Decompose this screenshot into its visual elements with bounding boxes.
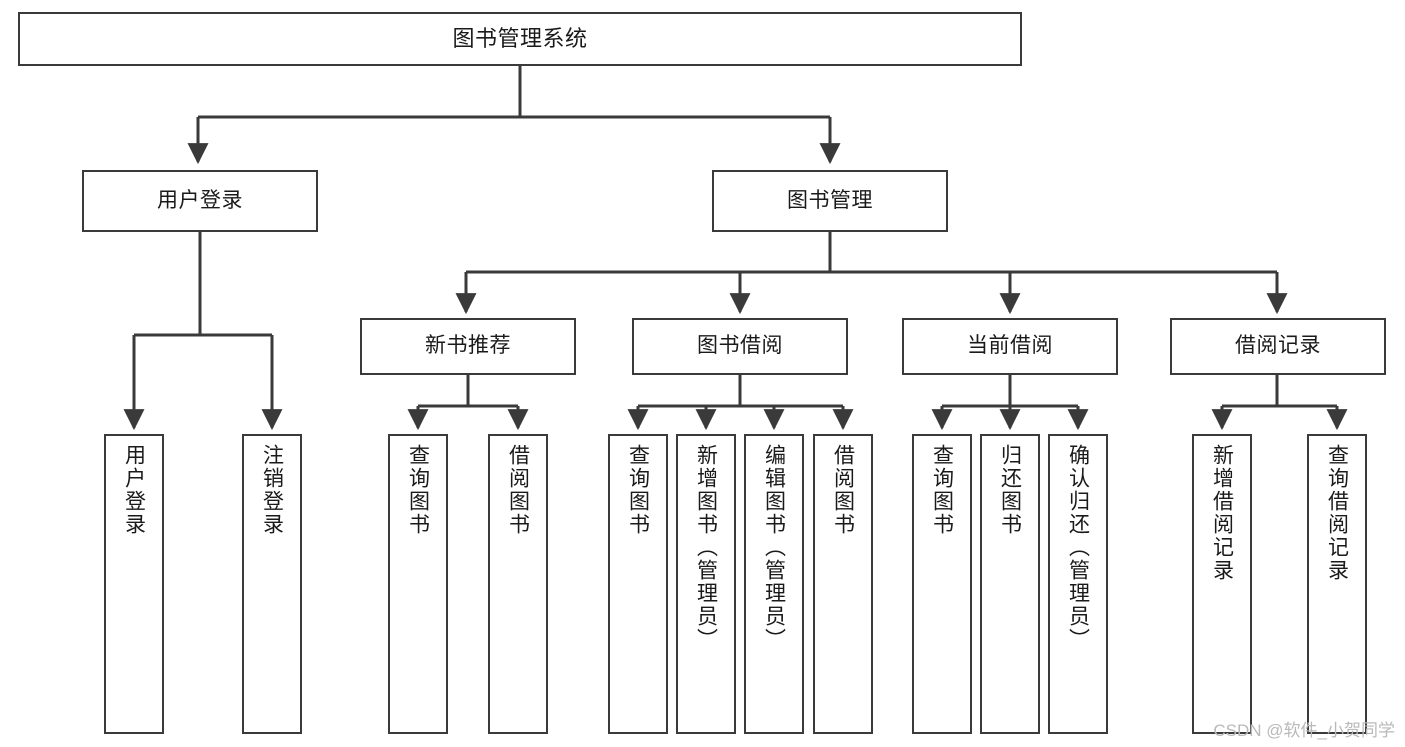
watermark-text: CSDN @软件_小贺同学 [1213, 721, 1395, 740]
node-label: 图书管理系统 [452, 26, 588, 52]
node-label: 查询借阅记录 [1325, 444, 1349, 582]
node-leaf-add-book[interactable]: 新增图书（管理员） [676, 434, 736, 734]
node-leaf-borrow-book-2[interactable]: 借阅图书 [813, 434, 873, 734]
node-leaf-query-book-1[interactable]: 查询图书 [388, 434, 448, 734]
node-label: 新增图书（管理员） [694, 444, 718, 651]
node-leaf-confirm-return[interactable]: 确认归还（管理员） [1048, 434, 1108, 734]
node-label: 归还图书 [998, 444, 1022, 536]
node-leaf-borrow-book-1[interactable]: 借阅图书 [488, 434, 548, 734]
node-leaf-query-book-3[interactable]: 查询图书 [912, 434, 972, 734]
node-leaf-query-record[interactable]: 查询借阅记录 [1307, 434, 1367, 734]
node-leaf-query-book-2[interactable]: 查询图书 [608, 434, 668, 734]
node-leaf-logout-login[interactable]: 注销登录 [242, 434, 302, 734]
node-label: 图书管理 [787, 188, 873, 212]
node-label: 查询图书 [626, 444, 650, 536]
node-leaf-edit-book[interactable]: 编辑图书（管理员） [744, 434, 804, 734]
node-label: 新增借阅记录 [1210, 444, 1234, 582]
node-current-borrow[interactable]: 当前借阅 [902, 318, 1118, 375]
node-root-system[interactable]: 图书管理系统 [18, 12, 1022, 66]
node-label: 查询图书 [406, 444, 430, 536]
node-book-manage[interactable]: 图书管理 [712, 170, 948, 232]
node-leaf-user-login[interactable]: 用户登录 [104, 434, 164, 734]
node-label: 新书推荐 [425, 334, 511, 358]
node-label: 当前借阅 [967, 334, 1053, 358]
node-label: 借阅图书 [506, 444, 530, 536]
node-label: 注销登录 [260, 444, 284, 536]
node-new-book-recommend[interactable]: 新书推荐 [360, 318, 576, 375]
node-label: 借阅图书 [831, 444, 855, 536]
node-user-login[interactable]: 用户登录 [82, 170, 318, 232]
node-label: 查询图书 [930, 444, 954, 536]
node-label: 借阅记录 [1235, 334, 1321, 358]
node-book-borrow[interactable]: 图书借阅 [632, 318, 848, 375]
node-label: 图书借阅 [697, 334, 783, 358]
node-borrow-record[interactable]: 借阅记录 [1170, 318, 1386, 375]
node-label: 确认归还（管理员） [1066, 444, 1090, 651]
node-label: 用户登录 [157, 188, 243, 212]
node-label: 编辑图书（管理员） [762, 444, 786, 651]
node-leaf-add-record[interactable]: 新增借阅记录 [1192, 434, 1252, 734]
node-label: 用户登录 [122, 444, 146, 536]
node-leaf-return-book[interactable]: 归还图书 [980, 434, 1040, 734]
